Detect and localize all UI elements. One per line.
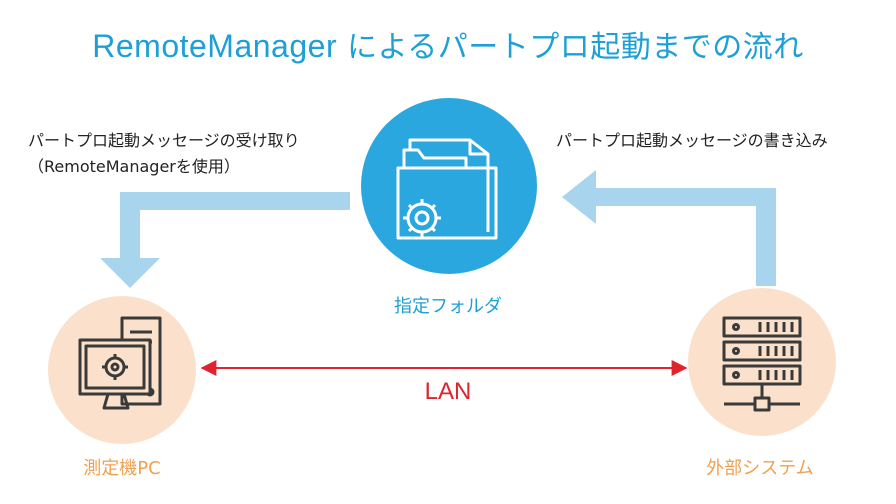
external-node [688, 288, 836, 436]
label-external: 外部システム [706, 458, 814, 479]
pc-node [48, 296, 196, 444]
caption-write: パートプロ起動メッセージの書き込み [556, 131, 828, 150]
label-lan: LAN [424, 378, 472, 405]
caption-receive-line1: パートプロ起動メッセージの受け取り [28, 131, 300, 150]
folder-gear-icon [396, 138, 498, 240]
title-rest: によるパートプロ起動までの流れ [347, 30, 804, 65]
caption-receive-line2: （RemoteManagerを使用） [28, 157, 240, 176]
label-folder: 指定フォルダ [394, 296, 502, 317]
caption-receive: パートプロ起動メッセージの受け取り （RemoteManagerを使用） [28, 128, 300, 180]
computer-gear-icon [78, 316, 162, 410]
title-brand: RemoteManager [92, 28, 338, 64]
server-rack-icon [722, 316, 802, 412]
label-pc: 測定機PC [83, 458, 161, 479]
diagram-title: RemoteManager によるパートプロ起動までの流れ [0, 22, 896, 66]
arrow-folder-to-pc [100, 192, 350, 288]
folder-node [361, 98, 537, 274]
arrow-external-to-folder [562, 170, 776, 286]
